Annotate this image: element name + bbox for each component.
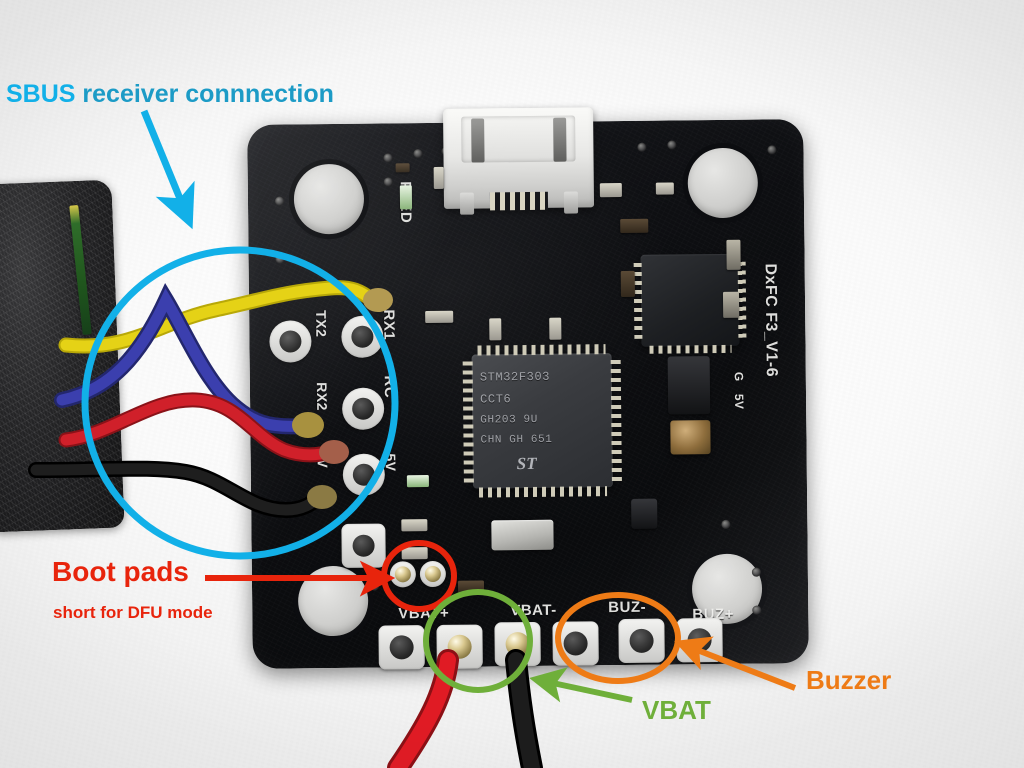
sbus-annotation-label: SBUS receiver connnection bbox=[6, 80, 334, 109]
buzzer-annotation-label: Buzzer bbox=[806, 665, 892, 695]
vbat-annotation-label: VBAT bbox=[642, 695, 711, 725]
sbus-rest: receiver connnection bbox=[75, 80, 334, 108]
sbus-keyword: SBUS bbox=[6, 80, 76, 108]
boot-pads-annotation-subtitle: short for DFU mode bbox=[53, 603, 213, 622]
boot-pads-annotation-label: Boot pads bbox=[52, 556, 189, 587]
